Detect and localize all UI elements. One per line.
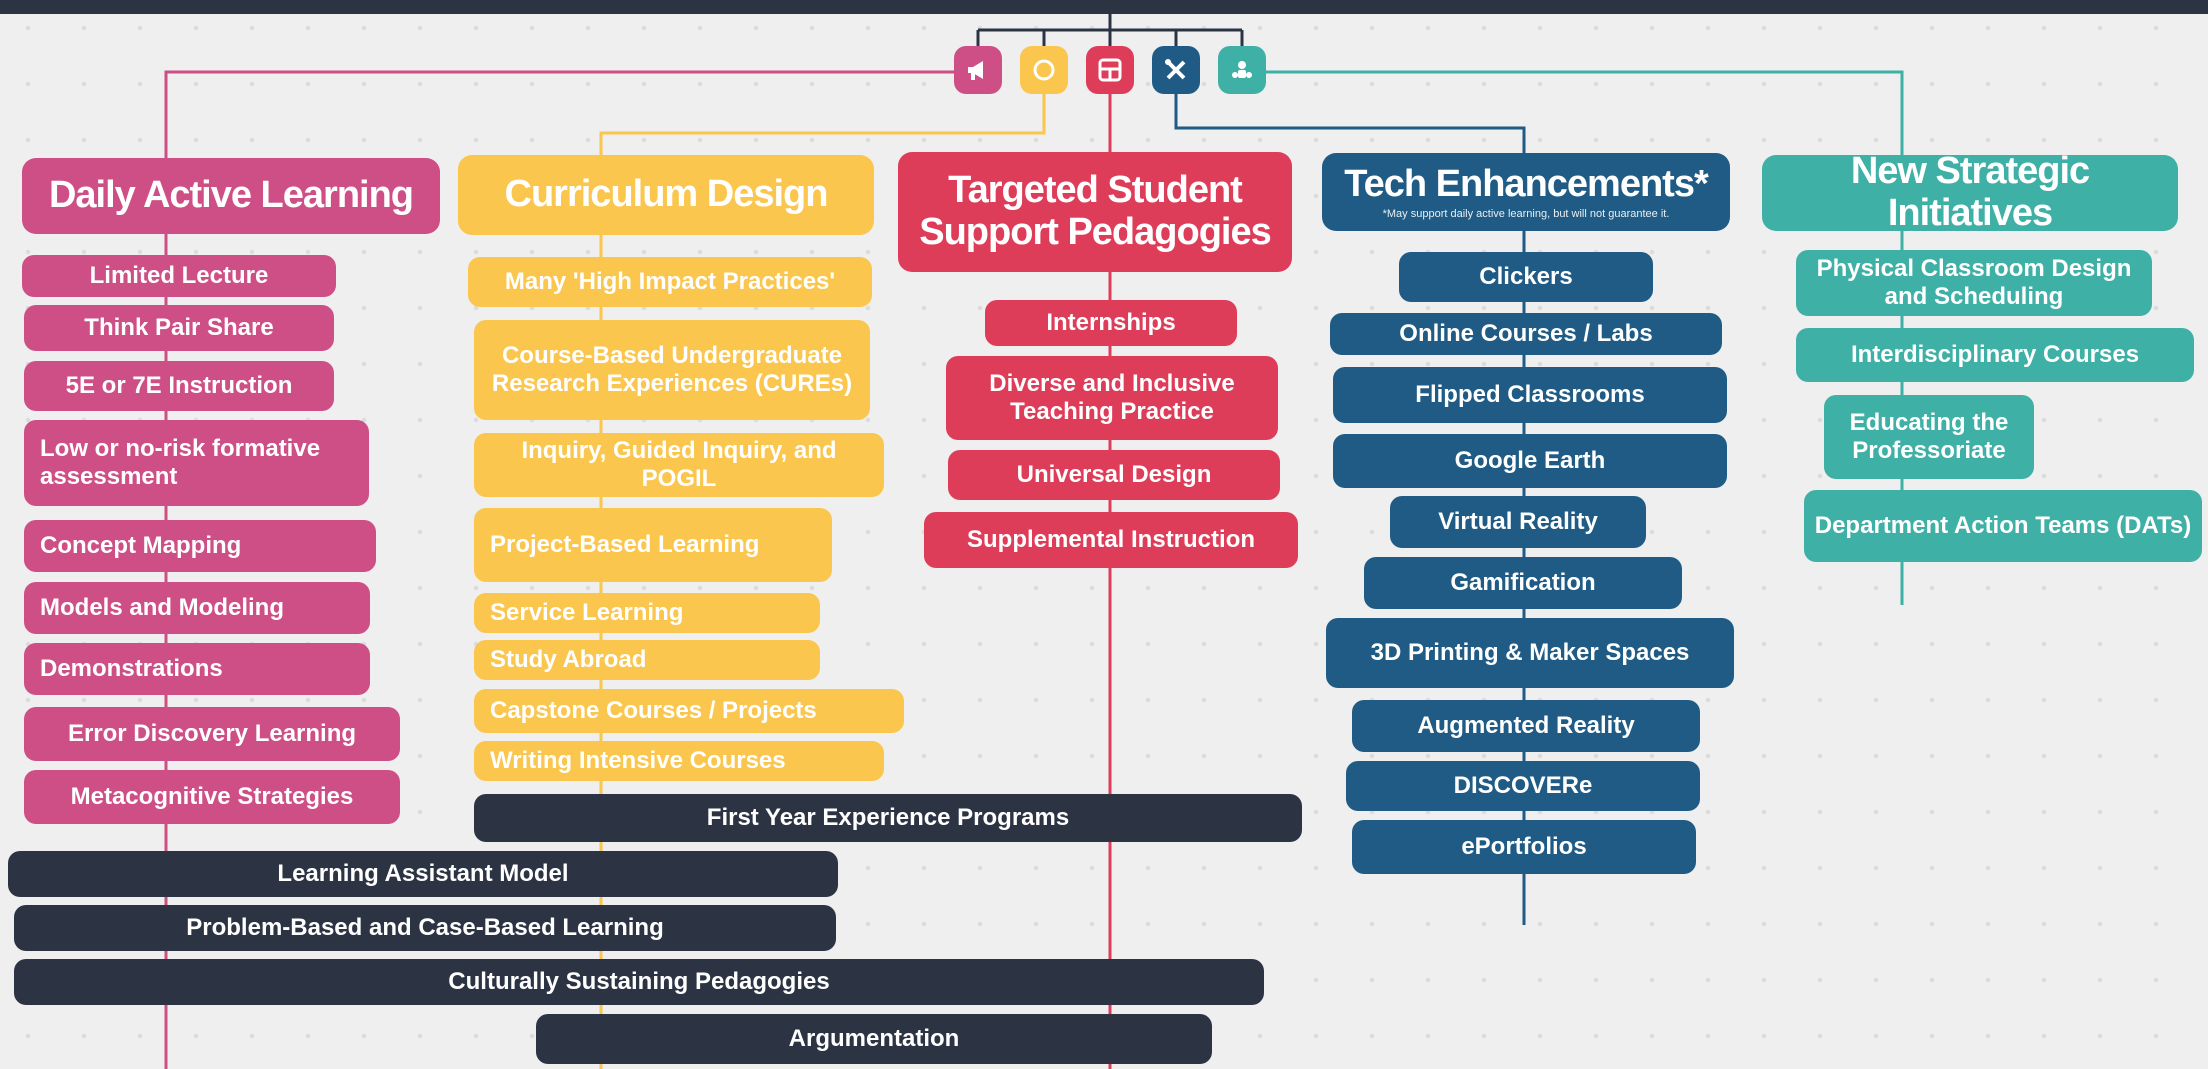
header-targeted-student-support[interactable]: Targeted Student Support Pedagogies [898, 152, 1292, 272]
item-writing-intensive-courses[interactable]: Writing Intensive Courses [474, 741, 884, 781]
item-online-courses-labs[interactable]: Online Courses / Labs [1330, 313, 1722, 355]
item-problem-case-based-learning[interactable]: Problem-Based and Case-Based Learning [14, 905, 836, 951]
grid-layout-icon[interactable] [1086, 46, 1134, 94]
item-first-year-experience[interactable]: First Year Experience Programs [474, 794, 1302, 842]
item-concept-mapping[interactable]: Concept Mapping [24, 520, 376, 572]
item-cures[interactable]: Course-Based Undergraduate Research Expe… [474, 320, 870, 420]
item-project-based-learning[interactable]: Project-Based Learning [474, 508, 832, 582]
item-error-discovery-learning[interactable]: Error Discovery Learning [24, 707, 400, 761]
item-augmented-reality[interactable]: Augmented Reality [1352, 700, 1700, 752]
top-bar [0, 0, 2208, 14]
item-capstone-courses[interactable]: Capstone Courses / Projects [474, 689, 904, 733]
item-formative-assessment[interactable]: Low or no-risk formative assessment [24, 420, 369, 506]
item-educating-professoriate[interactable]: Educating the Professoriate [1824, 395, 2034, 479]
item-universal-design[interactable]: Universal Design [948, 450, 1280, 500]
item-physical-classroom-design[interactable]: Physical Classroom Design and Scheduling [1796, 250, 2152, 316]
item-service-learning[interactable]: Service Learning [474, 593, 820, 633]
item-eportfolios[interactable]: ePortfolios [1352, 820, 1696, 874]
item-supplemental-instruction[interactable]: Supplemental Instruction [924, 512, 1298, 568]
item-demonstrations[interactable]: Demonstrations [24, 643, 370, 695]
item-diverse-inclusive-teaching[interactable]: Diverse and Inclusive Teaching Practice [946, 356, 1278, 440]
header-tech-enhancements[interactable]: Tech Enhancements* *May support daily ac… [1322, 153, 1730, 231]
item-interdisciplinary-courses[interactable]: Interdisciplinary Courses [1796, 328, 2194, 382]
item-department-action-teams[interactable]: Department Action Teams (DATs) [1804, 490, 2202, 562]
header-new-strategic-initiatives[interactable]: New Strategic Initiatives [1762, 150, 2178, 234]
item-think-pair-share[interactable]: Think Pair Share [24, 305, 334, 351]
item-models-and-modeling[interactable]: Models and Modeling [24, 582, 370, 634]
item-google-earth[interactable]: Google Earth [1333, 434, 1727, 488]
item-internships[interactable]: Internships [985, 300, 1237, 346]
item-argumentation[interactable]: Argumentation [536, 1014, 1212, 1064]
header-daily-active-learning[interactable]: Daily Active Learning [22, 158, 440, 234]
item-metacognitive-strategies[interactable]: Metacognitive Strategies [24, 770, 400, 824]
item-study-abroad[interactable]: Study Abroad [474, 640, 820, 680]
item-clickers[interactable]: Clickers [1399, 252, 1653, 302]
item-virtual-reality[interactable]: Virtual Reality [1390, 496, 1646, 548]
tech-enhancements-note: *May support daily active learning, but … [1382, 207, 1670, 220]
item-high-impact-practices[interactable]: Many 'High Impact Practices' [468, 257, 872, 307]
item-gamification[interactable]: Gamification [1364, 557, 1682, 609]
header-curriculum-design[interactable]: Curriculum Design [458, 155, 874, 235]
tools-icon[interactable] [1152, 46, 1200, 94]
circle-target-icon[interactable] [1020, 46, 1068, 94]
item-limited-lecture[interactable]: Limited Lecture [22, 255, 336, 297]
tech-enhancements-title: Tech Enhancements* [1344, 163, 1709, 206]
megaphone-icon[interactable] [954, 46, 1002, 94]
item-discovere[interactable]: DISCOVERe [1346, 761, 1700, 811]
item-culturally-sustaining-pedagogies[interactable]: Culturally Sustaining Pedagogies [14, 959, 1264, 1005]
item-inquiry-pogil[interactable]: Inquiry, Guided Inquiry, and POGIL [474, 433, 884, 497]
item-5e-7e-instruction[interactable]: 5E or 7E Instruction [24, 361, 334, 411]
item-flipped-classrooms[interactable]: Flipped Classrooms [1333, 367, 1727, 423]
item-learning-assistant-model[interactable]: Learning Assistant Model [8, 851, 838, 897]
item-3d-printing-maker-spaces[interactable]: 3D Printing & Maker Spaces [1326, 618, 1734, 688]
network-people-icon[interactable] [1218, 46, 1266, 94]
